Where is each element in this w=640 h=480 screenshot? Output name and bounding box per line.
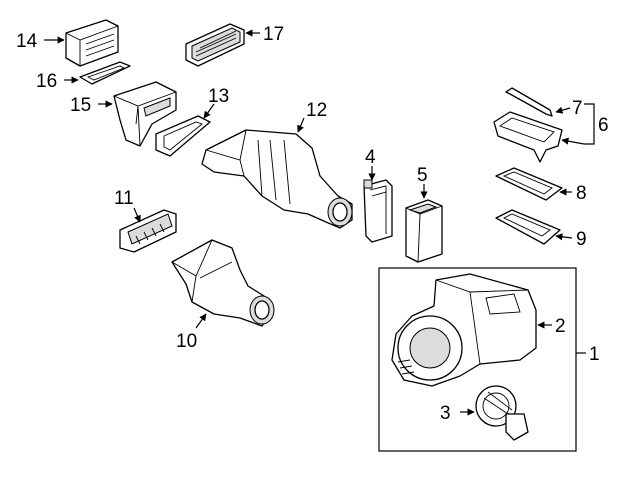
callout-17: 17 (263, 24, 284, 45)
part-16-gasket (79, 61, 131, 85)
part-3-blower-motor (475, 385, 529, 441)
callout-8: 8 (576, 183, 587, 204)
part-11-vent (119, 209, 177, 253)
part-14-duct-cap (65, 19, 119, 67)
part-9-gasket (495, 209, 561, 245)
part-6-tray (493, 111, 563, 163)
part-7-rod (505, 87, 553, 117)
callout-11: 11 (114, 188, 134, 209)
part-17-filter (185, 23, 245, 67)
leader-11 (133, 207, 141, 223)
callout-1: 1 (589, 344, 600, 365)
callout-5: 5 (417, 165, 428, 186)
callout-12: 12 (306, 100, 327, 121)
leader-9 (555, 233, 573, 241)
leader-10 (195, 313, 207, 329)
part-15-duct-connector (113, 81, 177, 147)
assembly-box (378, 267, 577, 452)
part-2-blower-housing (391, 273, 537, 387)
leader-6 (561, 137, 585, 145)
part-5-filter-block (405, 199, 443, 263)
part-12-main-duct (201, 129, 353, 229)
callout-15: 15 (70, 95, 91, 116)
leader-13 (203, 103, 215, 119)
callout-3: 3 (440, 403, 451, 424)
callout-4: 4 (365, 147, 376, 168)
part-10-lower-duct (171, 239, 275, 327)
callout-10: 10 (176, 331, 197, 352)
part-13-gasket-frame (155, 115, 211, 157)
callout-2: 2 (555, 316, 566, 337)
callout-16: 16 (36, 71, 57, 92)
callout-13: 13 (208, 86, 229, 107)
callout-7: 7 (572, 98, 583, 119)
callout-14: 14 (16, 31, 38, 52)
leader-12 (297, 117, 305, 133)
callout-9: 9 (576, 229, 587, 250)
part-4-filter-cover (363, 179, 393, 243)
leader-7 (555, 106, 571, 114)
callout-6: 6 (598, 115, 609, 136)
bracket-6 (584, 103, 595, 145)
part-8-gasket (495, 167, 563, 201)
